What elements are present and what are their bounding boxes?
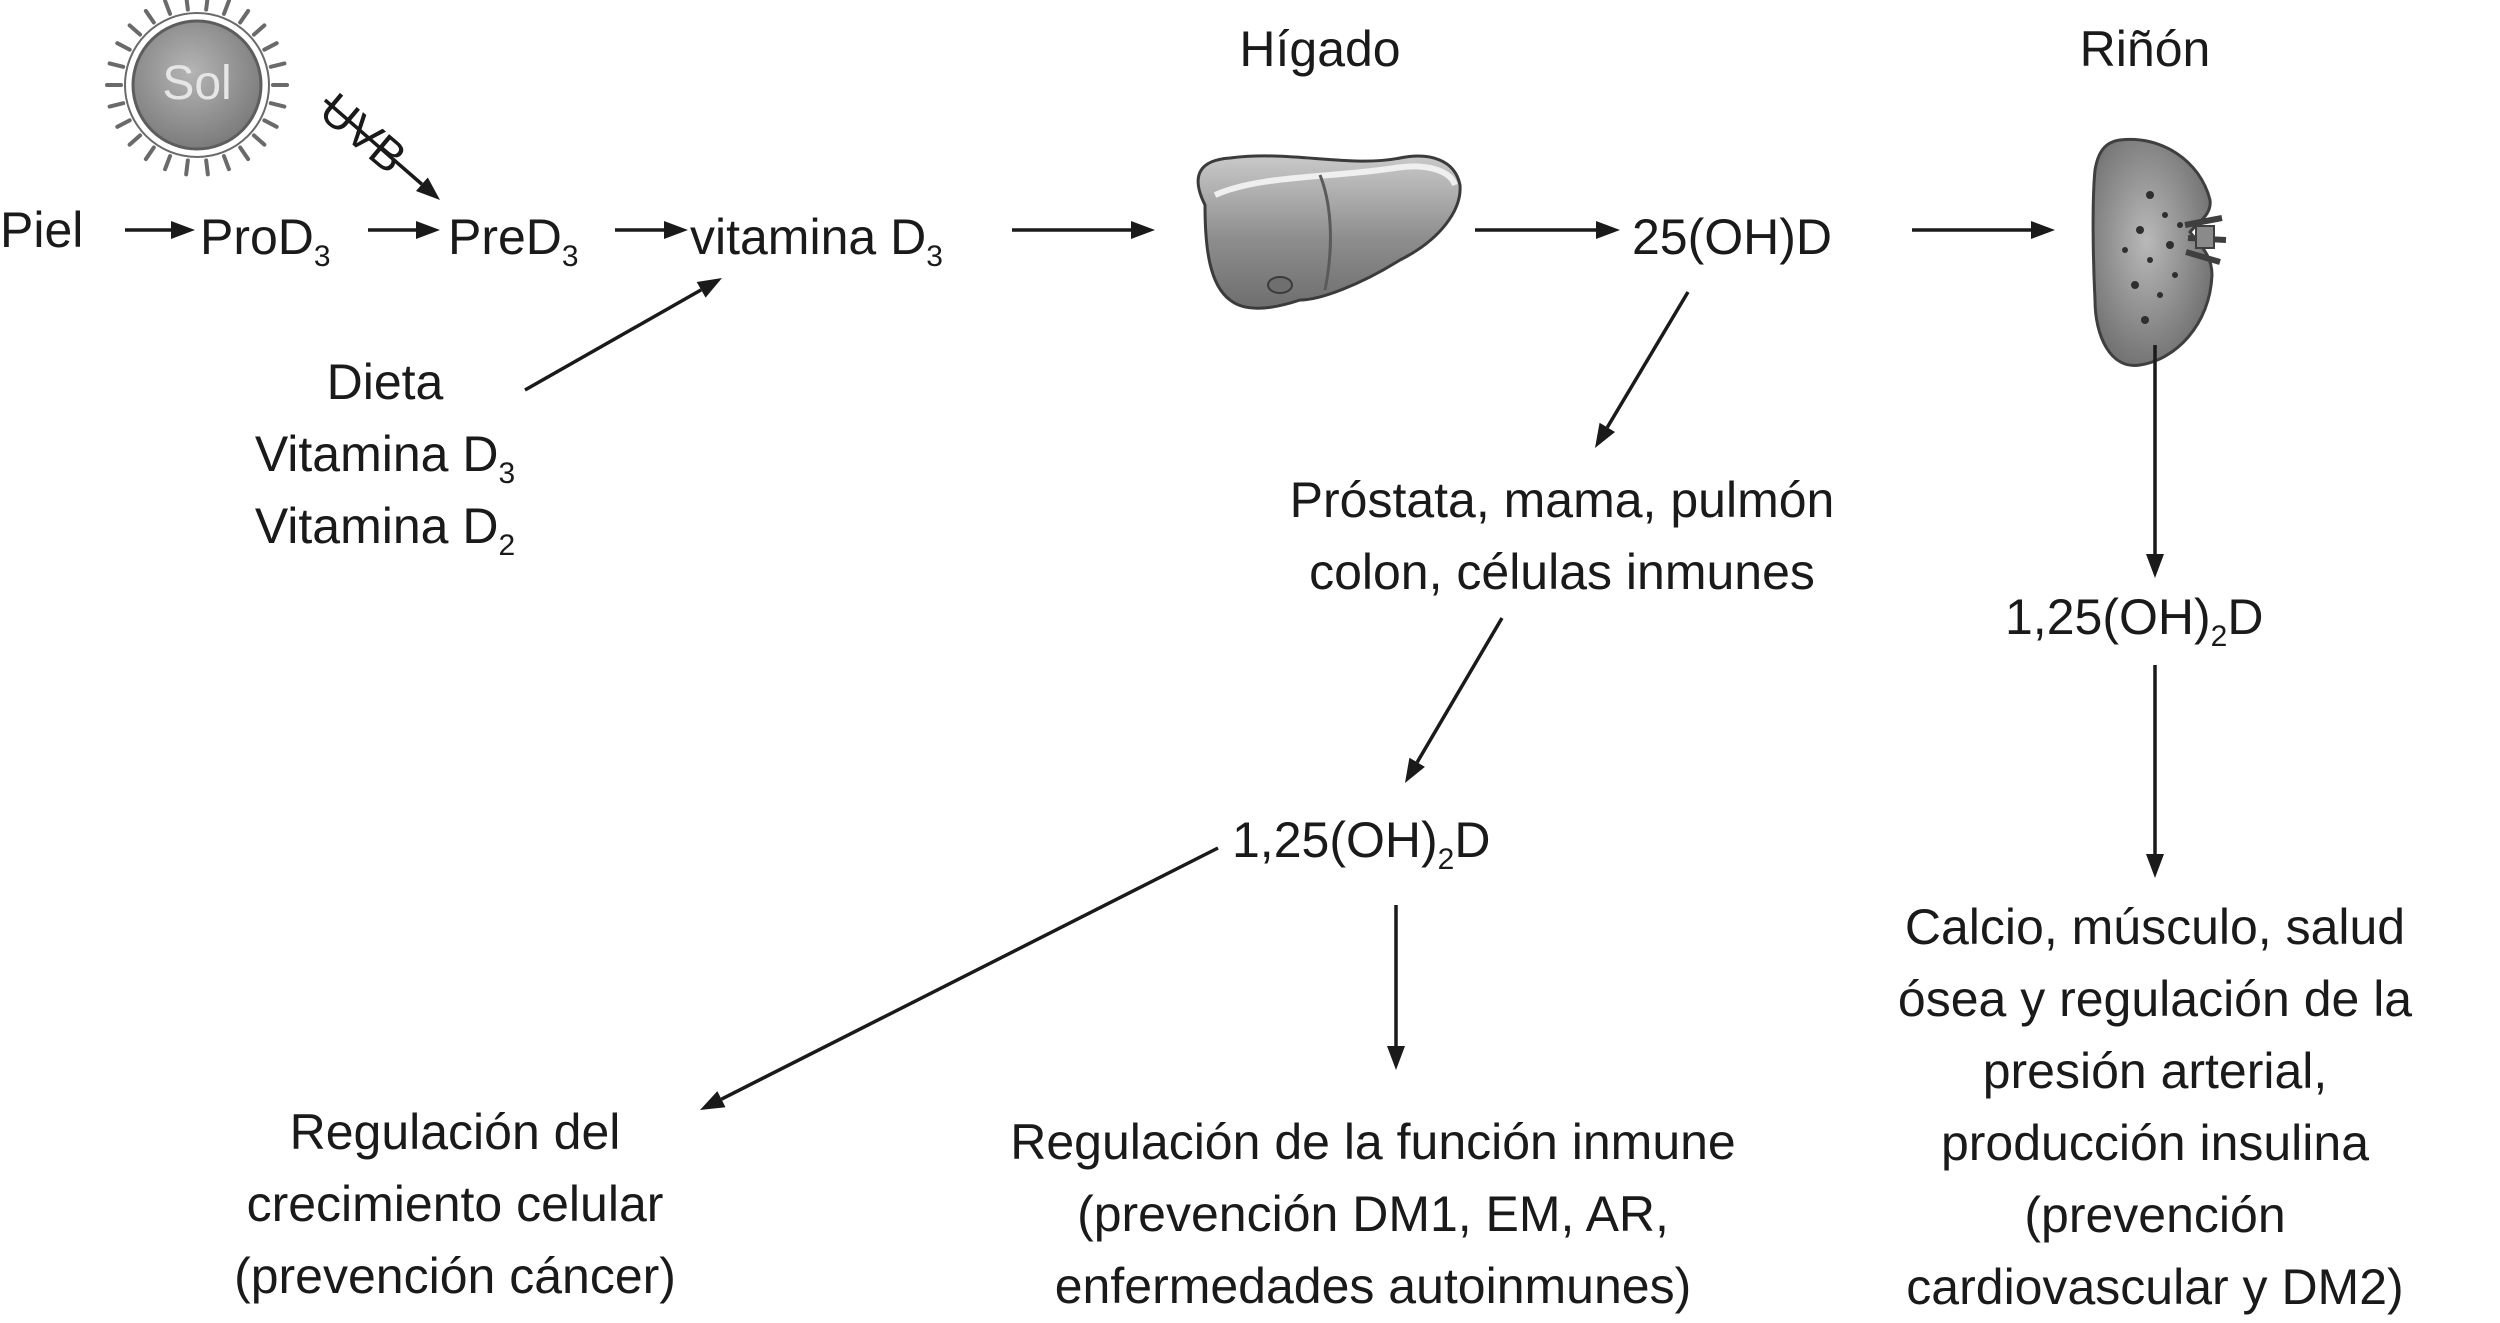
25ohd-label: 25(OH)D [1632, 209, 1833, 265]
diet-vitamin-d2: Vitamina D2 [254, 498, 516, 562]
pred3-label: PreD3 [448, 209, 579, 273]
tissues-line: colon, células inmunes [1309, 544, 1815, 600]
prod3-label: ProD3 [200, 209, 331, 273]
arrow-25ohd-to-tissues [1595, 291, 1690, 448]
arrow-pred3-to-vitamin [615, 221, 688, 239]
arrow-prod3-to-pred3 [368, 221, 440, 239]
kidney-title: Riñón [2079, 21, 2211, 77]
arrow-liver-to-25ohd [1475, 221, 1620, 239]
arrow-diet-to-vitamin [524, 278, 722, 392]
diet-block: Dieta Vitamina D3 Vitamina D2 [255, 346, 515, 562]
sun-ray [107, 61, 126, 69]
outcome-growth: Regulación del crecimiento celular (prev… [234, 1104, 676, 1304]
sun-ray [268, 61, 287, 69]
sun-ray [268, 101, 287, 109]
sun-ray [143, 8, 156, 25]
diet-line: Dieta [326, 354, 444, 410]
sun-ray [251, 133, 267, 147]
diet-vitamin-d3: Vitamina D3 [254, 426, 516, 490]
sun-ray [251, 23, 267, 37]
sun-ray [115, 118, 132, 129]
sun-label: Sol [162, 57, 232, 110]
sun-ray [184, 0, 190, 12]
sun-ray [221, 154, 231, 172]
arrow-kidney-to-calcitriol [2146, 345, 2164, 578]
calcitriol-kidney-label: 1,25(OH)2D [2005, 589, 2264, 653]
sun-ray [262, 118, 279, 129]
arrow-calcitriol-to-renal [2146, 665, 2164, 878]
sun-ray [204, 0, 210, 12]
sun-ray [184, 158, 190, 177]
arrow-calcitriol-to-immune [1387, 905, 1405, 1070]
piel-label: Piel [0, 202, 84, 258]
tissues-block: Próstata, mama, pulmón colon, células in… [1290, 464, 1835, 608]
sun-ray [238, 145, 251, 162]
arrow-uvb-to-pred3 [323, 98, 440, 200]
outcome-renal: Calcio, músculo, salud ósea y regulación… [1897, 899, 2413, 1315]
kidney-icon [2091, 137, 2227, 367]
arrow-tissues-to-calcitriol [1405, 617, 1504, 783]
sun-ray [163, 154, 173, 172]
sun-ray [107, 101, 126, 109]
sun-icon [105, 0, 289, 177]
tissues-line: Próstata, mama, pulmón [1289, 472, 1835, 528]
liver-icon [1196, 154, 1462, 310]
vitamin-d3-label: vitamina D3 [690, 209, 943, 273]
outcome-immune: Regulación de la función inmune (prevenc… [1010, 1114, 1736, 1314]
arrow-calcitriol-to-growth [700, 846, 1219, 1110]
arrow-vitamin-to-liver [1012, 221, 1155, 239]
sun-ray [143, 145, 156, 162]
sun-ray [262, 41, 279, 52]
sun-ray [204, 158, 210, 177]
sun-ray [127, 133, 143, 147]
sun-ray [163, 0, 173, 16]
sun-ray [238, 8, 251, 25]
sun-ray [115, 41, 132, 52]
arrow-piel-to-prod3 [125, 221, 195, 239]
sun-ray [221, 0, 231, 16]
sun-ray [127, 23, 143, 37]
calcitriol-tissue-label: 1,25(OH)2D [1232, 812, 1491, 876]
arrow-25ohd-to-kidney [1912, 221, 2055, 239]
liver-title: Hígado [1239, 21, 1401, 77]
